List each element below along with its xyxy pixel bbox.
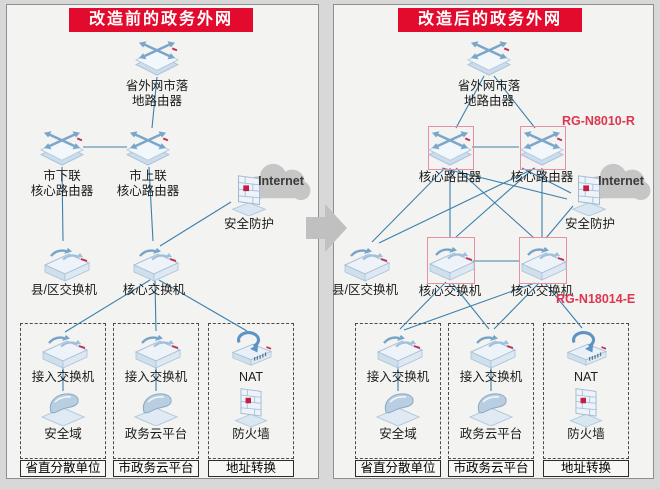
core-switch-icon	[424, 240, 476, 282]
label-security-domain: 安全域	[379, 427, 417, 441]
label-firewall: 防火墙	[567, 427, 605, 441]
highlight-box-core-switch-left	[427, 237, 475, 284]
label-nat: NAT	[573, 370, 599, 384]
router-icon	[39, 127, 85, 167]
switch-icon	[130, 328, 182, 370]
label-core-switch-right: 核心交换机	[510, 284, 574, 298]
switch-icon	[37, 328, 89, 370]
nat-icon	[225, 327, 277, 367]
label-nat: NAT	[238, 370, 264, 384]
router-icon	[134, 37, 180, 77]
label-core-switch: 核心交换机	[122, 283, 186, 297]
label-firewall: 防火墙	[232, 427, 270, 441]
highlight-box-core-router-left	[428, 126, 474, 170]
cloud-platform-icon	[133, 390, 179, 426]
label-core-router-right: 核心路由器	[510, 170, 574, 184]
caption-units: 省直分散单位	[355, 460, 441, 477]
label-router-model: RG-N8010-R	[562, 114, 635, 128]
label-access-switch: 接入交换机	[459, 370, 523, 384]
highlight-box-core-router-right	[520, 126, 566, 170]
label-internet: Internet	[598, 174, 644, 188]
group-box-units-before	[20, 323, 106, 459]
group-box-units-after	[355, 323, 441, 459]
label-prov-router: 省外网市落 地路由器	[125, 79, 189, 108]
core-router-icon	[427, 127, 473, 167]
label-prov-router: 省外网市落 地路由器	[457, 79, 521, 108]
label-city-downlink-router: 市下联 核心路由器	[30, 169, 94, 198]
router-icon	[466, 37, 512, 77]
switch-icon	[39, 241, 91, 283]
title-after: 改造后的政务外网	[398, 8, 582, 32]
label-security-protect: 安全防护	[223, 217, 274, 231]
highlight-box-core-switch-right	[519, 237, 567, 284]
router-icon	[125, 127, 171, 167]
nat-icon	[560, 327, 612, 367]
label-internet: Internet	[258, 174, 304, 188]
label-core-router-left: 核心路由器	[418, 170, 482, 184]
core-router-icon	[519, 127, 565, 167]
caption-units: 省直分散单位	[20, 460, 106, 477]
switch-icon	[372, 328, 424, 370]
firewall-icon	[567, 385, 605, 427]
core-switch-icon	[516, 240, 568, 282]
label-security-protect: 安全防护	[564, 217, 615, 231]
label-gov-cloud: 政务云平台	[459, 427, 523, 441]
caption-city-cloud: 市政务云平台	[113, 460, 199, 477]
label-county-switch: 县/区交换机	[31, 283, 97, 297]
group-box-nat-after	[543, 323, 629, 459]
switch-icon	[339, 241, 391, 283]
label-county-switch: 县/区交换机	[332, 283, 398, 297]
label-gov-cloud: 政务云平台	[124, 427, 188, 441]
switch-icon	[465, 328, 517, 370]
caption-address-translation: 地址转换	[208, 460, 294, 477]
label-core-switch-left: 核心交换机	[418, 284, 482, 298]
label-access-switch: 接入交换机	[366, 370, 430, 384]
title-before: 改造前的政务外网	[69, 8, 253, 32]
caption-city-cloud: 市政务云平台	[448, 460, 534, 477]
switch-icon	[128, 241, 180, 283]
transform-arrow-icon	[306, 204, 347, 252]
group-box-nat-before	[208, 323, 294, 459]
label-switch-model: RG-N18014-E	[556, 292, 636, 306]
security-domain-icon	[40, 390, 86, 426]
group-box-cloud-after	[448, 323, 534, 459]
label-security-domain: 安全域	[44, 427, 82, 441]
firewall-icon	[232, 385, 270, 427]
label-city-uplink-router: 市上联 核心路由器	[116, 169, 180, 198]
cloud-platform-icon	[468, 390, 514, 426]
label-access-switch: 接入交换机	[31, 370, 95, 384]
label-access-switch: 接入交换机	[124, 370, 188, 384]
caption-address-translation: 地址转换	[543, 460, 629, 477]
security-domain-icon	[375, 390, 421, 426]
